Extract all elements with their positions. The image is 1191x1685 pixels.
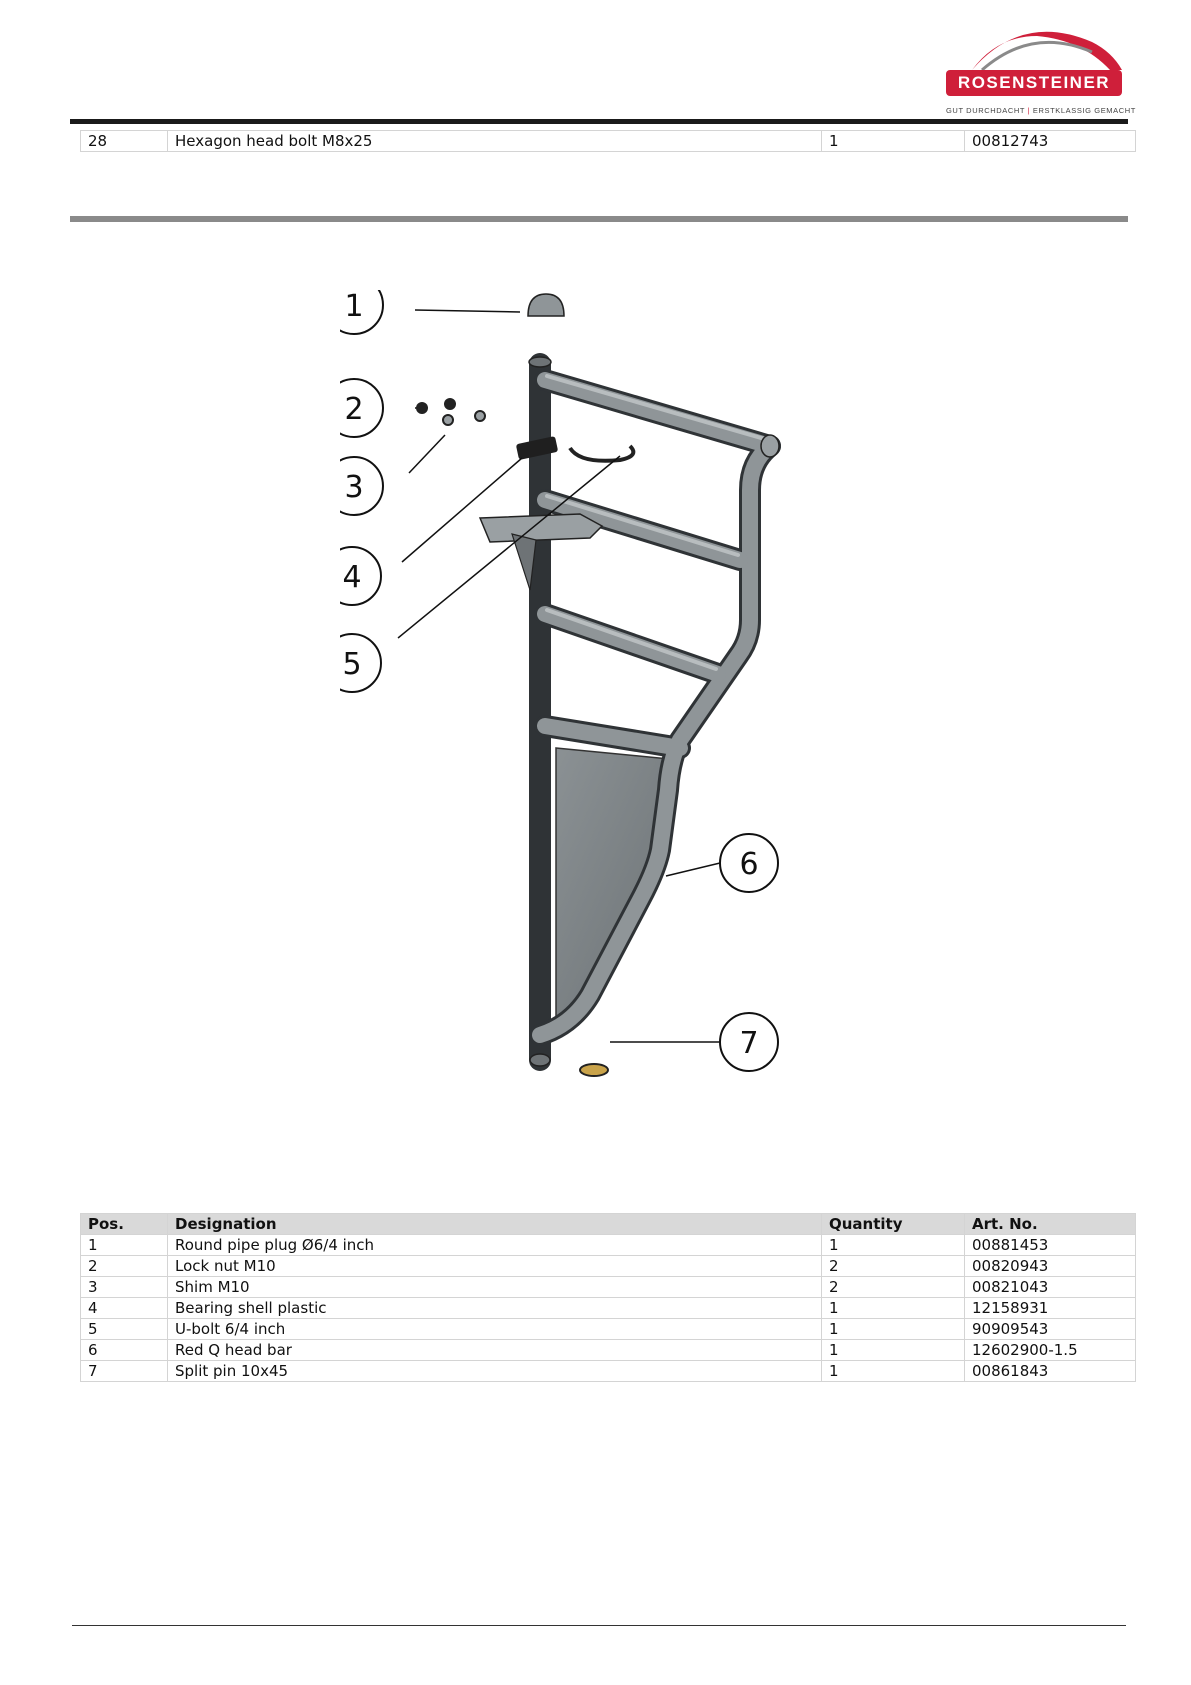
table-row: 5 U-bolt 6/4 inch 1 90909543	[80, 1318, 1136, 1340]
column-header-art-no: Art. No.	[964, 1213, 1136, 1235]
quantity-cell: 2	[821, 1255, 965, 1277]
table-row: 1 Round pipe plug Ø6/4 inch 1 00881453	[80, 1234, 1136, 1256]
bolt-stud	[516, 436, 558, 460]
svg-text:3: 3	[344, 470, 363, 505]
svg-text:4: 4	[342, 560, 361, 595]
designation-cell: U-bolt 6/4 inch	[167, 1318, 822, 1340]
designation-cell: Round pipe plug Ø6/4 inch	[167, 1234, 822, 1256]
svg-text:5: 5	[342, 647, 361, 682]
pos-cell: 1	[80, 1234, 168, 1256]
pos-cell: 2	[80, 1255, 168, 1277]
split-pin	[579, 1063, 609, 1077]
logo-tagline-divider: |	[1027, 106, 1033, 115]
rosensteiner-logo: ROSENSTEINER GUT DURCHDACHT | ERSTKLASSI…	[942, 22, 1135, 122]
art-no-cell: 12158931	[964, 1297, 1136, 1319]
table-row: 28 Hexagon head bolt M8x25 1 00812743	[80, 130, 1136, 152]
footer-rule	[72, 1625, 1126, 1626]
callout-5: 5	[340, 633, 382, 693]
designation-cell: Hexagon head bolt M8x25	[167, 130, 822, 152]
quantity-cell: 1	[821, 1318, 965, 1340]
column-header-designation: Designation	[167, 1213, 822, 1235]
callout-1: 1	[340, 290, 384, 335]
art-no-cell: 00820943	[964, 1255, 1136, 1277]
parts-list-table: Pos. Designation Quantity Art. No. 1 Rou…	[80, 1213, 1136, 1382]
u-bolt	[568, 444, 636, 463]
shim	[442, 414, 454, 426]
table-row: 2 Lock nut M10 2 00820943	[80, 1255, 1136, 1277]
quantity-cell: 1	[821, 1360, 965, 1382]
continued-parts-table: 28 Hexagon head bolt M8x25 1 00812743	[80, 130, 1136, 152]
section-divider	[70, 216, 1128, 222]
logo-wordmark: ROSENSTEINER	[946, 70, 1122, 96]
table-row: 4 Bearing shell plastic 1 12158931	[80, 1297, 1136, 1319]
bearing-bracket	[511, 533, 537, 591]
designation-cell: Lock nut M10	[167, 1255, 822, 1277]
logo-tagline-right: ERSTKLASSIG GEMACHT	[1032, 106, 1136, 115]
callouts: 1 2 3 4 5 6 7	[340, 290, 779, 1072]
callout-4: 4	[340, 546, 382, 606]
pipe-plug	[527, 293, 565, 317]
column-header-pos: Pos.	[80, 1213, 168, 1235]
tube-top-opening	[528, 356, 552, 368]
column-header-quantity: Quantity	[821, 1213, 965, 1235]
quantity-cell: 1	[821, 130, 965, 152]
pos-cell: 28	[80, 130, 168, 152]
tube-end-cap	[760, 434, 780, 458]
svg-text:7: 7	[739, 1026, 758, 1061]
pos-cell: 5	[80, 1318, 168, 1340]
tube-bottom-pin	[529, 1053, 551, 1067]
quantity-cell: 2	[821, 1276, 965, 1298]
head-bar-frame	[529, 353, 781, 1071]
callout-3: 3	[340, 456, 384, 516]
logo-tagline: GUT DURCHDACHT | ERSTKLASSIG GEMACHT	[946, 106, 1135, 115]
art-no-cell: 00881453	[964, 1234, 1136, 1256]
lock-nut	[444, 398, 456, 410]
table-row: 7 Split pin 10x45 1 00861843	[80, 1360, 1136, 1382]
shim	[474, 410, 486, 422]
art-no-cell: 00821043	[964, 1276, 1136, 1298]
svg-text:6: 6	[739, 847, 758, 882]
logo-tagline-left: GUT DURCHDACHT	[946, 106, 1025, 115]
header-rule	[70, 119, 1128, 124]
svg-text:2: 2	[344, 392, 363, 427]
designation-cell: Split pin 10x45	[167, 1360, 822, 1382]
quantity-cell: 1	[821, 1339, 965, 1361]
quantity-cell: 1	[821, 1234, 965, 1256]
leader-lines	[397, 309, 721, 1043]
pos-cell: 7	[80, 1360, 168, 1382]
art-no-cell: 00812743	[964, 130, 1136, 152]
svg-text:1: 1	[344, 290, 363, 324]
callout-6: 6	[719, 833, 779, 893]
table-row: 6 Red Q head bar 1 12602900-1.5	[80, 1339, 1136, 1361]
pos-cell: 6	[80, 1339, 168, 1361]
art-no-cell: 12602900-1.5	[964, 1339, 1136, 1361]
art-no-cell: 00861843	[964, 1360, 1136, 1382]
art-no-cell: 90909543	[964, 1318, 1136, 1340]
designation-cell: Red Q head bar	[167, 1339, 822, 1361]
lock-nut	[416, 402, 428, 414]
pos-cell: 3	[80, 1276, 168, 1298]
assembly-diagram: 1 2 3 4 5 6 7	[340, 290, 781, 1077]
callout-2: 2	[340, 378, 384, 438]
pos-cell: 4	[80, 1297, 168, 1319]
logo-arch-icon	[972, 31, 1122, 72]
bearing-plate	[478, 513, 604, 543]
callout-7: 7	[719, 1012, 779, 1072]
designation-cell: Shim M10	[167, 1276, 822, 1298]
table-header-row: Pos. Designation Quantity Art. No.	[80, 1213, 1136, 1235]
table-row: 3 Shim M10 2 00821043	[80, 1276, 1136, 1298]
quantity-cell: 1	[821, 1297, 965, 1319]
designation-cell: Bearing shell plastic	[167, 1297, 822, 1319]
